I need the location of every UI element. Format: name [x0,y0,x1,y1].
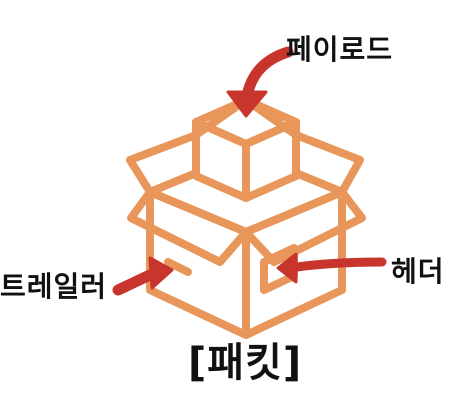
header-arrow [285,257,387,273]
box-left-flap [127,188,250,266]
box-back-left-flap [126,131,200,196]
trailer-label: 트레일러 [0,270,108,303]
box-group [126,96,366,339]
trailer-strip [164,258,192,276]
packet-caption: [패킷] [188,340,303,386]
arrows-group [112,46,387,296]
box-right-flap [242,188,366,266]
box-back-right-flap [292,131,364,196]
payload-arrow-head [226,90,268,118]
payload-cube-right [242,118,300,202]
trailer-arrow-head [148,256,174,290]
header-arrow-head [276,252,298,284]
payload-label: 페이로드 [286,33,394,66]
header-label: 헤더 [391,255,445,288]
